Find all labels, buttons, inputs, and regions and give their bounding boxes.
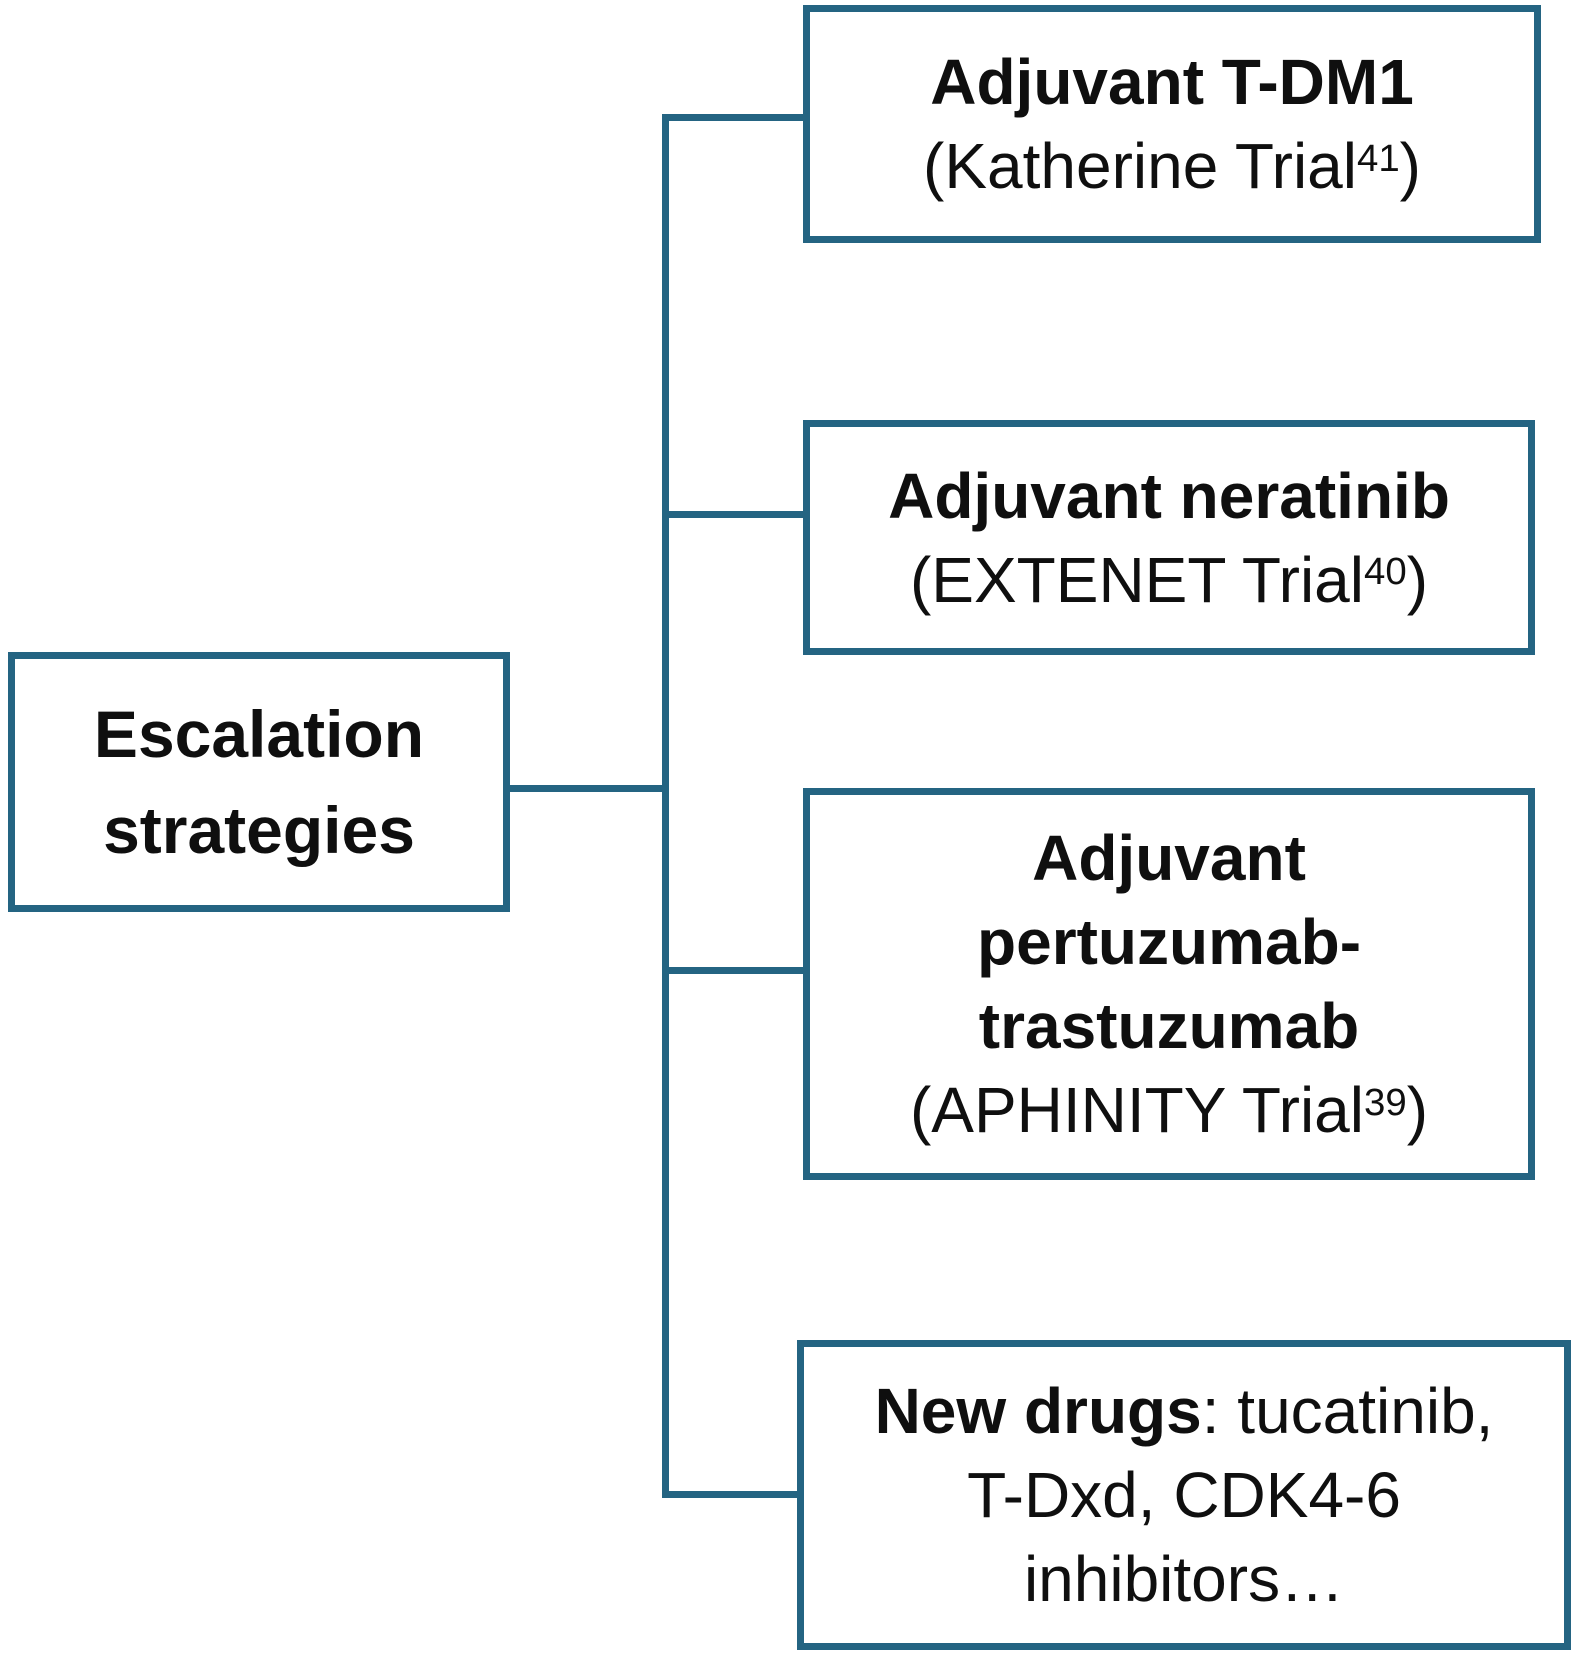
reference-40: 40 (1363, 550, 1407, 594)
node-new-drugs: New drugs: tucatinib, T-Dxd, CDK4-6 inhi… (797, 1340, 1571, 1650)
node-adjuvant-tdm1: Adjuvant T-DM1 (Katherine Trial41) (803, 5, 1541, 243)
connector-branch-pertuzumab (662, 967, 810, 974)
trial-name-extenet: (EXTENET Trial (909, 543, 1364, 616)
node-adjuvant-neratinib: Adjuvant neratinib (EXTENET Trial40) (803, 420, 1535, 655)
connector-root-branch (503, 785, 669, 792)
trial-name-katherine: (Katherine Trial (923, 130, 1357, 202)
node-trial-katherine: (Katherine Trial41) (923, 124, 1421, 208)
trial-close-paren-aphinity: ) (1406, 1074, 1428, 1146)
trial-name-aphinity: (APHINITY Trial (909, 1074, 1364, 1146)
node-adjuvant-pertuzumab-trastuzumab: Adjuvant pertuzumab- trastuzumab (APHINI… (803, 788, 1535, 1180)
trial-close-paren-extenet: ) (1406, 543, 1428, 616)
connector-branch-new-drugs (662, 1491, 804, 1498)
node-title-tdm1: Adjuvant T-DM1 (930, 46, 1414, 118)
connector-branch-neratinib (662, 511, 810, 518)
node-trial-aphinity: (APHINITY Trial39) (910, 1068, 1428, 1152)
new-drugs-lead: New drugs (874, 1375, 1202, 1447)
connector-branch-tdm1 (662, 114, 810, 121)
node-escalation-strategies: Escalation strategies (8, 652, 510, 912)
reference-39: 39 (1363, 1080, 1407, 1124)
trial-close-paren-katherine: ) (1399, 130, 1421, 202)
root-node-label: Escalation strategies (93, 697, 425, 867)
reference-41: 41 (1356, 136, 1400, 180)
new-drugs-list: : tucatinib, T-Dxd, CDK4-6 inhibitors… (967, 1375, 1494, 1615)
node-title-pertuzumab: Adjuvant pertuzumab- trastuzumab (977, 822, 1361, 1062)
node-trial-extenet: (EXTENET Trial40) (910, 538, 1428, 622)
node-title-neratinib: Adjuvant neratinib (888, 459, 1450, 532)
node-new-drugs-text: New drugs: tucatinib, T-Dxd, CDK4-6 inhi… (875, 1369, 1494, 1621)
connector-trunk (662, 114, 669, 1498)
